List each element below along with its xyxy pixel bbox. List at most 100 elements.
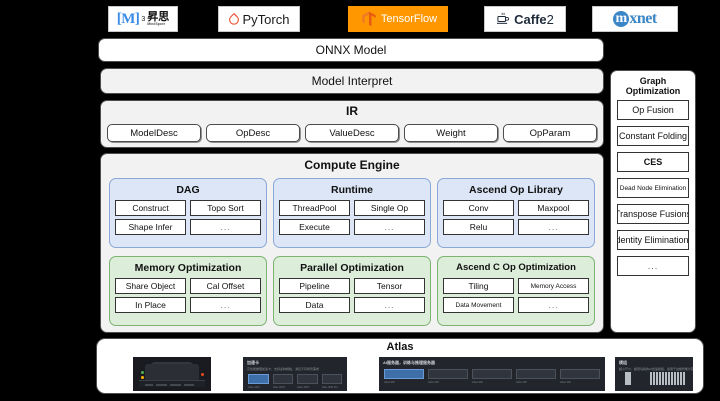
chip-relu[interactable]: Relu bbox=[443, 219, 514, 235]
group-ascend-op-library: Ascend Op Library Conv Maxpool Relu ... bbox=[437, 178, 595, 248]
ir-title: IR bbox=[346, 104, 358, 118]
graph-optimization-title: Graph Optimization bbox=[625, 76, 681, 96]
group-memory-optimization-title: Memory Optimization bbox=[134, 262, 242, 274]
mindspore-logo-art: [M]3 昇思 MindSpore bbox=[116, 10, 170, 27]
chip-parallel-opt-more[interactable]: ... bbox=[354, 297, 425, 313]
go-item-op-fusion[interactable]: Op Fusion bbox=[617, 100, 689, 120]
chip-maxpool[interactable]: Maxpool bbox=[518, 200, 589, 216]
ir-item-modeldesc[interactable]: ModelDesc bbox=[107, 124, 201, 142]
chip-single-op[interactable]: Single Op bbox=[354, 200, 425, 216]
atlas-module-art-bars bbox=[650, 372, 685, 385]
atlas-accelerator-card-caption: 加速卡 bbox=[247, 360, 259, 365]
pytorch-logo[interactable]: PyTorch bbox=[218, 6, 300, 32]
chip-ascend-op-more[interactable]: ... bbox=[518, 219, 589, 235]
chip-data[interactable]: Data bbox=[279, 297, 350, 313]
tensorflow-logo[interactable]: TensorFlow bbox=[348, 6, 448, 32]
group-runtime: Runtime ThreadPool Single Op Execute ... bbox=[273, 178, 431, 248]
chip-data-movement[interactable]: Data Movement bbox=[443, 297, 514, 313]
go-item-constant-folding[interactable]: Constant Folding bbox=[617, 126, 689, 146]
atlas-server-lineup-cells bbox=[379, 366, 605, 379]
mxnet-logo-art: m xnet bbox=[613, 10, 657, 28]
chip-threadpool[interactable]: ThreadPool bbox=[279, 200, 350, 216]
graph-optimization-panel: Graph Optimization Op Fusion Constant Fo… bbox=[610, 70, 696, 333]
atlas-module-subcaption: 超小尺寸、超低功耗的AI加速模组，适用于边缘智能计算场景 bbox=[619, 366, 693, 371]
group-dag: DAG Construct Topo Sort Shape Infer ... bbox=[109, 178, 267, 248]
go-item-ces[interactable]: CES bbox=[617, 152, 689, 172]
pytorch-flame-icon bbox=[228, 13, 239, 25]
group-parallel-optimization: Parallel Optimization Pipeline Tensor Da… bbox=[273, 256, 431, 326]
group-memory-optimization-items: Share Object Cal Offset In Place ... bbox=[115, 278, 261, 313]
chip-memory-access[interactable]: Memory Access bbox=[518, 278, 589, 294]
chip-ascend-c-more[interactable]: ... bbox=[518, 297, 589, 313]
compute-engine-block: Compute Engine DAG Construct Topo Sort S… bbox=[100, 153, 604, 333]
tensorflow-logo-art: TensorFlow bbox=[359, 11, 437, 27]
tensorflow-mark-icon bbox=[362, 11, 376, 27]
atlas-module-art-block bbox=[625, 372, 631, 385]
ir-item-opparam[interactable]: OpParam bbox=[503, 124, 597, 142]
model-interpret-bar[interactable]: Model Interpret bbox=[100, 68, 604, 94]
atlas-accelerator-card-subcaption: 高性能推理加速卡，支持多种规格，满足不同场景需求 bbox=[247, 366, 320, 371]
go-item-more[interactable]: ... bbox=[617, 256, 689, 276]
group-parallel-optimization-title: Parallel Optimization bbox=[300, 262, 404, 274]
ir-item-weight[interactable]: Weight bbox=[404, 124, 498, 142]
ir-item-opdesc[interactable]: OpDesc bbox=[206, 124, 300, 142]
go-item-dead-node-elimination[interactable]: Dead Node Elimination bbox=[617, 178, 689, 198]
group-ascend-c-op-optimization-items: Tiling Memory Access Data Movement ... bbox=[443, 278, 589, 313]
chip-cal-offset[interactable]: Cal Offset bbox=[190, 278, 261, 294]
ir-block: IR ModelDesc OpDesc ValueDesc Weight OpP… bbox=[100, 100, 604, 148]
chip-share-object[interactable]: Share Object bbox=[115, 278, 186, 294]
group-ascend-c-op-optimization: Ascend C Op Optimization Tiling Memory A… bbox=[437, 256, 595, 326]
caffe2-logo[interactable]: Caffe2 bbox=[484, 6, 566, 32]
onnx-model-label: ONNX Model bbox=[315, 43, 387, 57]
mindspore-cn-label: 昇思 MindSpore bbox=[147, 10, 170, 26]
pytorch-wordmark: PyTorch bbox=[242, 11, 290, 27]
mindspore-cn-sublabel: MindSpore bbox=[147, 21, 166, 26]
go-item-identity-eliminations[interactable]: Identity Eliminations bbox=[617, 230, 689, 250]
chip-runtime-more[interactable]: ... bbox=[354, 219, 425, 235]
chip-shape-infer[interactable]: Shape Infer bbox=[115, 219, 186, 235]
compute-engine-title: Compute Engine bbox=[304, 158, 400, 172]
group-runtime-title: Runtime bbox=[331, 184, 373, 196]
atlas-module[interactable]: 模组 超小尺寸、超低功耗的AI加速模组，适用于边缘智能计算场景 bbox=[615, 357, 693, 391]
chip-tensor[interactable]: Tensor bbox=[354, 278, 425, 294]
atlas-device-photo[interactable] bbox=[133, 357, 211, 391]
onnx-model-bar[interactable]: ONNX Model bbox=[98, 38, 604, 62]
compute-engine-row-blue: DAG Construct Topo Sort Shape Infer ... … bbox=[109, 178, 595, 248]
device-illustration bbox=[133, 357, 211, 391]
chip-pipeline[interactable]: Pipeline bbox=[279, 278, 350, 294]
group-ascend-op-library-title: Ascend Op Library bbox=[469, 184, 563, 196]
group-runtime-items: ThreadPool Single Op Execute ... bbox=[279, 200, 425, 235]
mindspore-logo[interactable]: [M]3 昇思 MindSpore bbox=[108, 6, 178, 32]
ir-item-valuedesc[interactable]: ValueDesc bbox=[305, 124, 399, 142]
chip-dag-more[interactable]: ... bbox=[190, 219, 261, 235]
chip-conv[interactable]: Conv bbox=[443, 200, 514, 216]
chip-construct[interactable]: Construct bbox=[115, 200, 186, 216]
group-memory-optimization: Memory Optimization Share Object Cal Off… bbox=[109, 256, 267, 326]
model-interpret-label: Model Interpret bbox=[311, 74, 393, 88]
chip-topo-sort[interactable]: Topo Sort bbox=[190, 200, 261, 216]
group-dag-items: Construct Topo Sort Shape Infer ... bbox=[115, 200, 261, 235]
caffe2-suffix: 2 bbox=[546, 11, 554, 27]
mxnet-logo[interactable]: m xnet bbox=[592, 6, 678, 32]
chip-tiling[interactable]: Tiling bbox=[443, 278, 514, 294]
coffee-cup-icon bbox=[497, 12, 510, 24]
chip-memory-opt-more[interactable]: ... bbox=[190, 297, 261, 313]
caffe2-logo-art: Caffe2 bbox=[496, 12, 554, 27]
mindspore-mark: [M] bbox=[116, 10, 140, 27]
go-item-transpose-fusions[interactable]: Transpose Fusions bbox=[617, 204, 689, 224]
framework-logo-row: [M]3 昇思 MindSpore PyTorch TensorFlow bbox=[0, 6, 720, 34]
chip-execute[interactable]: Execute bbox=[279, 219, 350, 235]
mxnet-wordmark: xnet bbox=[629, 10, 657, 27]
mxnet-initial: m bbox=[613, 11, 630, 27]
caffe2-wordmark: Caffe2 bbox=[514, 11, 554, 27]
atlas-server-lineup-caption: AI服务器，训练与推理服务器 bbox=[383, 360, 435, 365]
atlas-title: Atlas bbox=[386, 341, 414, 353]
chip-in-place[interactable]: In Place bbox=[115, 297, 186, 313]
atlas-panel: Atlas 加速卡 高性能推理加速卡，支持多种规格，满足不同场景需求 bbox=[96, 338, 704, 394]
tensorflow-wordmark: TensorFlow bbox=[380, 13, 438, 25]
